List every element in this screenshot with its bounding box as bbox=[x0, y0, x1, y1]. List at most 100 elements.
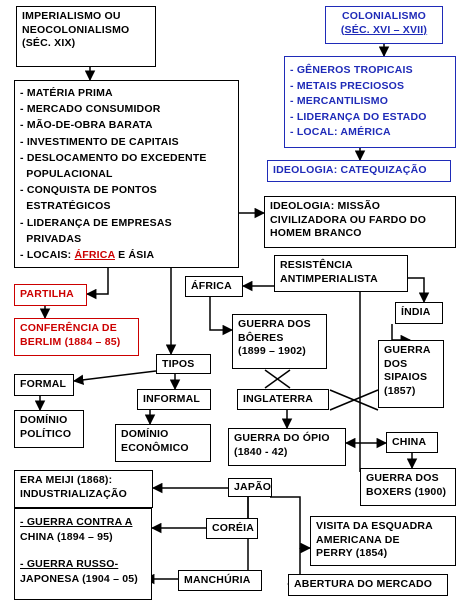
edge-japao-down bbox=[238, 497, 249, 521]
node-formal: FORMAL bbox=[14, 374, 74, 396]
edge-tipos-formal bbox=[72, 370, 157, 386]
informal-text: INFORMAL bbox=[143, 393, 201, 405]
politico-line-2: POLÍTICO bbox=[20, 427, 72, 440]
node-coreia: CORÉIA bbox=[206, 518, 258, 539]
edge-japao-visita bbox=[270, 496, 312, 554]
economico-line-2: ECONÔMICO bbox=[121, 441, 189, 454]
node-partilha: PARTILHA bbox=[14, 284, 87, 306]
node-dominio-politico: DOMÍNIO POLÍTICO bbox=[14, 410, 84, 448]
node-boeres: GUERRA DOS BÔERES (1899 – 1902) bbox=[232, 314, 327, 369]
spacer bbox=[20, 545, 146, 557]
boeres-line-2: BÔERES bbox=[238, 331, 284, 344]
guerra-russo-line-2: JAPONESA (1904 – 05) bbox=[20, 573, 138, 585]
imperialismo-line-2: NEOCOLONIALISMO bbox=[22, 23, 130, 36]
guerra-china-line-2: CHINA (1894 – 95) bbox=[20, 531, 113, 543]
formal-text: FORMAL bbox=[20, 378, 67, 390]
node-visita: VISITA DA ESQUADRA AMERICANA DE PERRY (1… bbox=[310, 516, 456, 566]
col-item-3: - MERCANTILISMO bbox=[290, 95, 389, 107]
meiji-line-2: INDUSTRIALIZAÇÃO bbox=[20, 487, 128, 500]
visita-line-1: VISITA DA ESQUADRA bbox=[316, 520, 433, 532]
imp-item-5b: POPULACIONAL bbox=[20, 168, 113, 181]
node-colonialismo-list: - GÊNEROS TROPICAIS - METAIS PRECIOSOS -… bbox=[284, 56, 456, 148]
imp-item-2: - MERCADO CONSUMIDOR bbox=[20, 103, 161, 116]
imp-item-3: - MÃO-DE-OBRA BARATA bbox=[20, 119, 153, 132]
node-japao: JAPÃO bbox=[228, 478, 272, 497]
missao-line-3: HOMEM BRANCO bbox=[270, 227, 362, 239]
boxers-line-1: GUERRA DOS bbox=[366, 472, 439, 484]
tipos-text: TIPOS bbox=[162, 358, 195, 370]
edge-resistencia-india bbox=[408, 277, 430, 304]
node-china: CHINA bbox=[386, 432, 438, 453]
conferencia-line-1: CONFERÊNCIA DE bbox=[20, 322, 117, 334]
conferencia-line-2: BERLIM (1884 – 85) bbox=[20, 335, 121, 348]
node-boxers: GUERRA DOS BOXERS (1900) bbox=[360, 468, 456, 506]
sipaios-line-1: GUERRA bbox=[384, 344, 431, 356]
boeres-line-3: (1899 – 1902) bbox=[238, 345, 306, 357]
imp-item-locais: - LOCAIS: ÁFRICA E ÁSIA bbox=[20, 247, 233, 263]
node-imperialismo-list: - MATÉRIA PRIMA - MERCADO CONSUMIDOR - M… bbox=[14, 80, 239, 268]
inglaterra-text: INGLATERRA bbox=[243, 393, 314, 405]
ideologia-cat-text: IDEOLOGIA: CATEQUIZAÇÃO bbox=[273, 164, 427, 176]
node-conferencia: CONFERÊNCIA DE BERLIM (1884 – 85) bbox=[14, 318, 139, 356]
imp-item-6: - CONQUISTA DE PONTOS bbox=[20, 184, 158, 197]
node-tipos: TIPOS bbox=[156, 354, 211, 374]
node-resistencia: RESISTÊNCIA ANTIMPERIALISTA bbox=[274, 255, 408, 292]
visita-line-2: AMERICANA DE bbox=[316, 533, 400, 546]
sipaios-line-3: SIPAIOS bbox=[384, 371, 428, 383]
node-ideologia-missao: IDEOLOGIA: MISSÃO CIVILIZADORA OU FARDO … bbox=[264, 196, 456, 248]
opio-line-2: (1840 - 42) bbox=[234, 445, 288, 458]
visita-line-3: PERRY (1854) bbox=[316, 547, 388, 559]
node-guerras-japao: - GUERRA CONTRA A CHINA (1894 – 95) - GU… bbox=[14, 508, 152, 600]
locais-suffix: E ÁSIA bbox=[114, 249, 155, 262]
edge-africa-boeres bbox=[209, 296, 234, 336]
india-text: ÍNDIA bbox=[401, 306, 431, 318]
edge-imp-partilha bbox=[85, 268, 109, 300]
imp-item-7b: PRIVADAS bbox=[20, 232, 82, 245]
china-text: CHINA bbox=[392, 436, 427, 448]
col-item-4: - LIDERANÇA DO ESTADO bbox=[290, 110, 427, 123]
node-informal: INFORMAL bbox=[137, 389, 211, 410]
col-item-5: - LOCAL: AMÉRICA bbox=[290, 126, 391, 138]
node-abertura: ABERTURA DO MERCADO bbox=[288, 574, 448, 596]
sipaios-line-4: (1857) bbox=[384, 384, 416, 397]
locais-africa: ÁFRICA bbox=[74, 249, 115, 262]
node-india: ÍNDIA bbox=[395, 302, 443, 324]
col-item-1: - GÊNEROS TROPICAIS bbox=[290, 64, 413, 76]
colonialismo-line-1: COLONIALISMO bbox=[341, 10, 427, 22]
boeres-line-1: GUERRA DOS bbox=[238, 318, 311, 330]
politico-line-1: DOMÍNIO bbox=[20, 414, 68, 426]
manchuria-text: MANCHÚRIA bbox=[184, 574, 251, 586]
node-meiji: ERA MEIJI (1868): INDUSTRIALIZAÇÃO bbox=[14, 470, 153, 508]
boxers-line-2: BOXERS (1900) bbox=[366, 485, 447, 498]
imp-item-4: - INVESTIMENTO DE CAPITAIS bbox=[20, 135, 179, 148]
resistencia-line-1: RESISTÊNCIA bbox=[280, 259, 353, 271]
node-dominio-economico: DOMÍNIO ECONÔMICO bbox=[115, 424, 211, 462]
node-manchuria: MANCHÚRIA bbox=[178, 570, 262, 591]
cross-left-b bbox=[264, 369, 291, 389]
imperialismo-line-1: IMPERIALISMO OU bbox=[22, 10, 121, 22]
imp-item-5: - DESLOCAMENTO DO EXCEDENTE bbox=[20, 151, 207, 164]
col-item-2: - METAIS PRECIOSOS bbox=[290, 79, 405, 92]
node-imperialismo: IMPERIALISMO OU NEOCOLONIALISMO (SÉC. XI… bbox=[16, 6, 156, 67]
colonialismo-line-2: (SÉC. XVI – XVII) bbox=[340, 23, 428, 36]
node-colonialismo: COLONIALISMO (SÉC. XVI – XVII) bbox=[325, 6, 443, 44]
node-sipaios: GUERRA DOS SIPAIOS (1857) bbox=[378, 340, 444, 408]
node-opio: GUERRA DO ÓPIO (1840 - 42) bbox=[228, 428, 346, 466]
guerra-china-line-1: - GUERRA CONTRA A bbox=[20, 516, 133, 528]
japao-text: JAPÃO bbox=[234, 481, 272, 493]
opio-line-1: GUERRA DO ÓPIO bbox=[234, 432, 330, 444]
resistencia-line-2: ANTIMPERIALISTA bbox=[280, 272, 378, 285]
africa-text: ÁFRICA bbox=[191, 280, 232, 292]
sipaios-line-2: DOS bbox=[384, 357, 408, 370]
imperialismo-line-3: (SÉC. XIX) bbox=[22, 37, 76, 49]
meiji-line-1: ERA MEIJI (1868): bbox=[20, 474, 113, 486]
economico-line-1: DOMÍNIO bbox=[121, 428, 169, 440]
partilha-text: PARTILHA bbox=[20, 288, 74, 300]
imp-item-1: - MATÉRIA PRIMA bbox=[20, 87, 113, 99]
node-inglaterra: INGLATERRA bbox=[237, 389, 329, 410]
missao-line-2: CIVILIZADORA OU FARDO DO bbox=[270, 213, 427, 226]
edge-india-sipaios bbox=[391, 324, 412, 346]
node-africa: ÁFRICA bbox=[185, 276, 243, 297]
cross-right-b bbox=[329, 389, 379, 411]
